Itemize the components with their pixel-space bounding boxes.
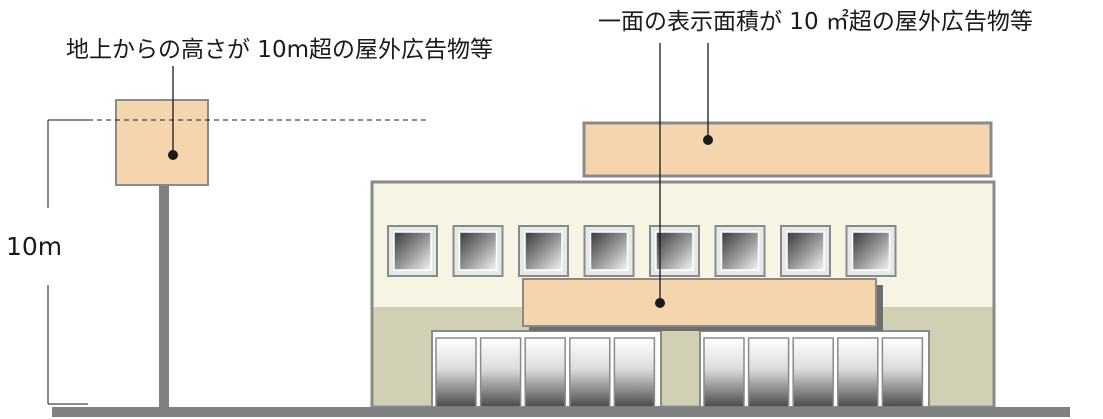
door-panel (613, 337, 656, 408)
entrance-doors (431, 330, 930, 408)
height-sign-label: 地上からの高さが 10m超の屋外広告物等 (66, 37, 493, 63)
door-panel (837, 337, 879, 408)
pole-sign-marker-dot (168, 150, 178, 160)
wall-sign (522, 278, 877, 327)
rooftop-sign-marker-dot (703, 135, 713, 145)
height-dimension-label: 10m (6, 232, 63, 261)
upper-windows (387, 225, 897, 277)
ground-line (52, 407, 1070, 417)
door-panel (569, 337, 611, 408)
door-panel (479, 337, 522, 408)
window-pane (655, 231, 694, 271)
window-pane (786, 231, 825, 271)
sign-pole (159, 185, 169, 408)
pole-sign-board (115, 99, 209, 186)
door-panel (703, 337, 745, 408)
door-panel (792, 337, 834, 408)
door-panel (435, 337, 477, 408)
window-pane (393, 231, 432, 271)
window-pane (589, 231, 629, 271)
wall-sign-marker-dot (655, 298, 665, 308)
leader-lines (172, 43, 709, 303)
door-panel (747, 337, 790, 408)
rooftop-sign (582, 121, 993, 178)
area-sign-label: 一面の表示面積が 10 ㎡超の屋外広告物等 (598, 9, 1033, 35)
window-pane (851, 231, 891, 271)
window-pane (524, 231, 563, 271)
door-panel (524, 337, 566, 408)
window-pane (720, 231, 760, 271)
window-pane (458, 231, 498, 271)
door-panel (881, 337, 924, 408)
building (370, 180, 996, 409)
height-dimension-bracket (47, 119, 88, 405)
